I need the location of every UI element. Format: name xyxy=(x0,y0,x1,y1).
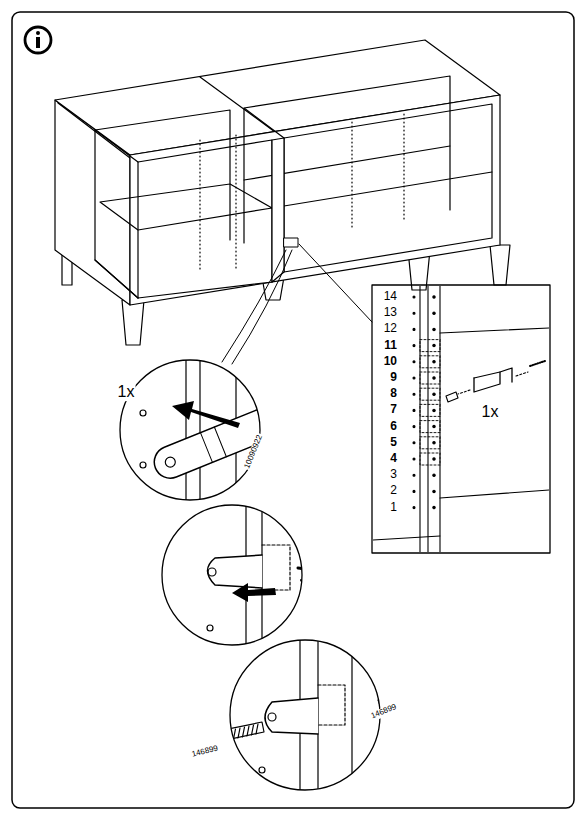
leader-line xyxy=(222,250,286,362)
part-number: 146899 xyxy=(190,744,220,759)
screwdriver xyxy=(120,735,214,784)
scale-number: 7 xyxy=(389,404,398,417)
page-frame xyxy=(12,12,574,808)
detail-circle xyxy=(120,350,301,510)
scale-number: 8 xyxy=(389,388,398,401)
scale-number: 13 xyxy=(383,307,398,320)
scale-number: 12 xyxy=(383,323,398,336)
scale-number: 5 xyxy=(389,436,398,449)
scale-number: 2 xyxy=(389,485,398,498)
scale-number: 10 xyxy=(383,355,398,368)
cabinet xyxy=(55,40,510,345)
leader-line xyxy=(232,250,292,364)
scale-number: 14 xyxy=(383,290,398,303)
detail-circle xyxy=(120,640,422,790)
scale-number: 11 xyxy=(383,339,398,352)
leader-line xyxy=(299,244,372,322)
part-number: 146899 xyxy=(369,703,399,722)
scale-number: 6 xyxy=(389,420,398,433)
info-icon xyxy=(25,27,51,53)
scale-number: 1 xyxy=(389,501,398,514)
scale-number: 3 xyxy=(389,469,398,482)
detail-circle xyxy=(162,505,316,645)
quantity-label: 1x xyxy=(481,403,500,421)
scale-number: 4 xyxy=(389,452,398,465)
quantity-label: 1x xyxy=(117,383,136,401)
scale-number: 9 xyxy=(389,371,398,384)
screw xyxy=(378,683,422,708)
part-number: 10090922 xyxy=(243,433,265,471)
detail-inset xyxy=(372,285,550,553)
screw xyxy=(214,722,264,744)
